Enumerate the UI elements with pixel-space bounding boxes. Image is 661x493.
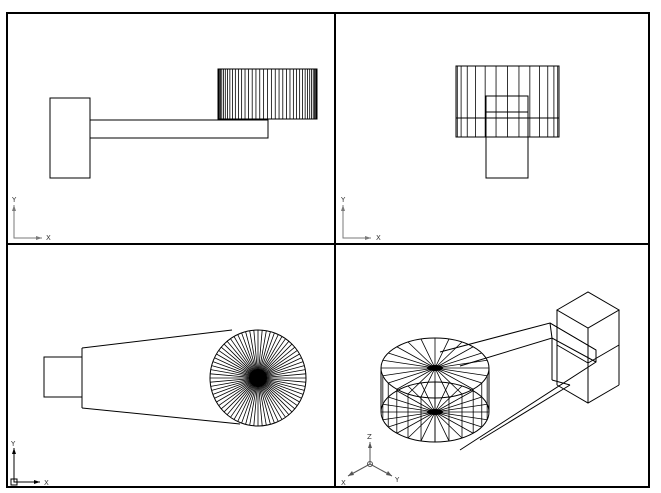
top-view-cylinder-facets <box>217 69 318 119</box>
ucs-x-label: X <box>44 479 49 487</box>
viewport-isometric[interactable]: Z X Y <box>336 245 648 487</box>
ucs-icon-top: Y X <box>11 196 51 242</box>
ucs-x-label: X <box>341 479 346 487</box>
end-view-arm-bottom <box>81 407 241 425</box>
ucs-icon-front: Y X <box>340 196 381 242</box>
ucs-y-label: Y <box>10 440 16 448</box>
viewport-top[interactable]: Y X <box>8 14 334 243</box>
viewport-front[interactable]: Y X <box>336 14 648 243</box>
iso-cylinder-facets <box>380 338 489 442</box>
ucs-z-label: Z <box>367 433 372 441</box>
viewport-front-area[interactable] <box>336 14 648 243</box>
ucs-icon-right: Y X <box>10 440 49 487</box>
front-view-box <box>485 95 529 179</box>
front-view-cylinder-facets <box>456 66 559 137</box>
viewport-isometric-area[interactable] <box>336 245 648 486</box>
viewport-top-area[interactable] <box>8 14 334 243</box>
end-view-arm-top <box>81 329 233 349</box>
iso-arm <box>439 322 597 451</box>
top-view-arm <box>90 119 269 139</box>
ucs-x-label: X <box>46 234 51 242</box>
ucs-x-label: X <box>376 234 381 242</box>
viewport-frame <box>6 12 650 488</box>
ucs-y-label: Y <box>340 196 346 204</box>
ucs-icon-iso: Z X Y <box>341 433 400 487</box>
viewport-right[interactable]: Y X <box>8 245 334 487</box>
ucs-y-label: Y <box>394 476 400 484</box>
ucs-y-label: Y <box>11 196 17 204</box>
end-view-radial-facets <box>210 330 306 426</box>
